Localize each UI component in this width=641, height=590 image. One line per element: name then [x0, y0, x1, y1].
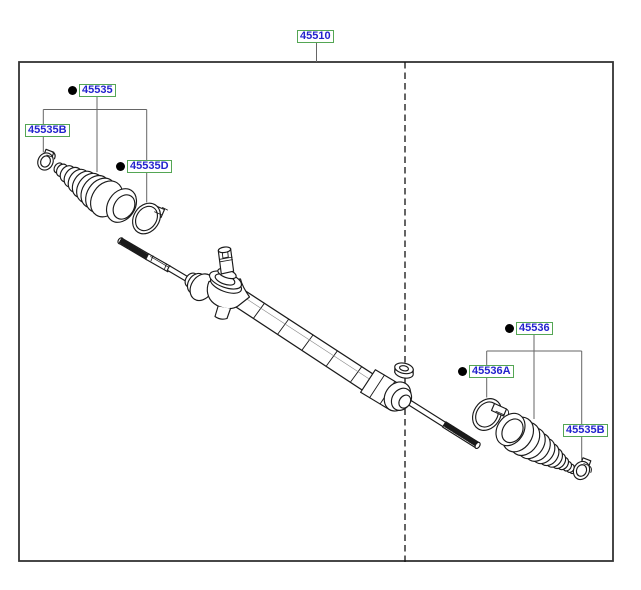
callout-45536: 45536 [505, 322, 553, 335]
pinion-housing [206, 270, 251, 320]
part-label-45510[interactable]: 45510 [297, 30, 334, 43]
part-label-45536[interactable]: 45536 [516, 322, 553, 335]
bullet-marker [458, 367, 467, 376]
bullet-marker [68, 86, 77, 95]
part-label-45535B-left[interactable]: 45535B [25, 124, 70, 137]
small-clamp-left [37, 148, 56, 171]
rack-end-cap-rings [383, 381, 413, 412]
callout-45536A: 45536A [458, 365, 514, 378]
inner-tie-rod-left [117, 237, 192, 284]
pinion-input-shaft [217, 246, 237, 280]
callout-45535D: 45535D [116, 160, 172, 173]
callout-45510: 45510 [297, 30, 334, 43]
part-label-45536A[interactable]: 45536A [469, 365, 514, 378]
part-label-45535[interactable]: 45535 [79, 84, 116, 97]
part-label-45535B-right[interactable]: 45535B [563, 424, 608, 437]
bullet-marker [505, 324, 514, 333]
callout-45535B-right: 45535B [563, 424, 608, 437]
frame-border [18, 61, 614, 562]
callout-45535: 45535 [68, 84, 116, 97]
steering-gear-drawing [37, 148, 592, 481]
bullet-marker [116, 162, 125, 171]
band-clamp-right [471, 398, 510, 431]
part-label-45535D[interactable]: 45535D [127, 160, 172, 173]
boot-left [53, 162, 138, 223]
boot-right [495, 412, 577, 475]
callout-45535B-left: 45535B [25, 124, 70, 137]
small-clamp-right [572, 457, 592, 481]
band-clamp-left [132, 202, 168, 235]
inner-tie-rod-right [404, 397, 481, 450]
